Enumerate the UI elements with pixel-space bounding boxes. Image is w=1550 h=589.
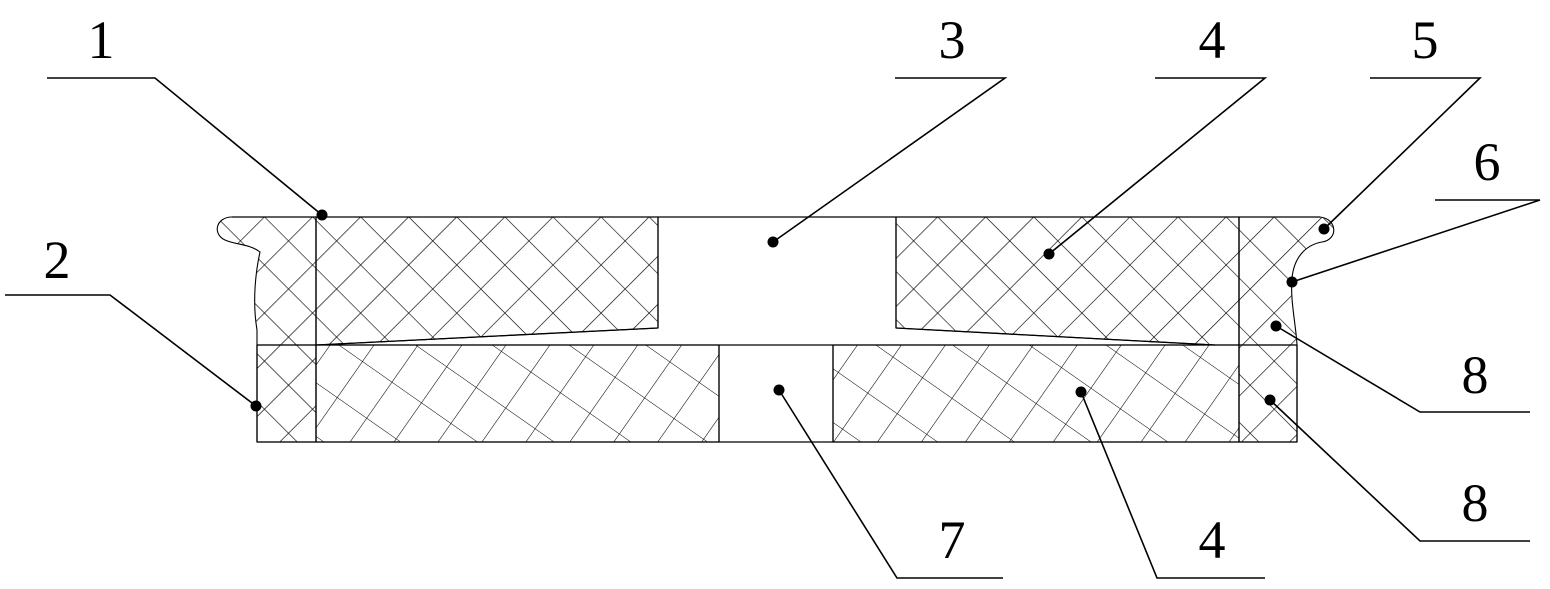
lower-right-end-block xyxy=(1238,344,1298,443)
upper-left-end-block xyxy=(216,216,317,346)
callout-label-2: 2 xyxy=(44,230,71,290)
upper-left-block xyxy=(315,216,659,346)
dot-1 xyxy=(316,209,328,221)
dot-5 xyxy=(1318,223,1330,235)
dot-6 xyxy=(1286,276,1298,288)
callout-label-4-top: 4 xyxy=(1199,10,1226,70)
callout-label-7: 7 xyxy=(939,510,966,570)
lower-right-block xyxy=(832,344,1240,443)
callout-label-1: 1 xyxy=(88,10,115,70)
reference-dots xyxy=(250,209,1330,412)
lower-left-block xyxy=(315,344,720,443)
callout-label-8-top: 8 xyxy=(1462,345,1489,405)
callout-labels: 1 2 3 4 5 6 8 8 7 4 xyxy=(44,10,1501,570)
dot-8-top xyxy=(1270,320,1282,332)
dot-4-bottom xyxy=(1075,386,1087,398)
callout-label-6: 6 xyxy=(1474,132,1501,192)
upper-right-end-block xyxy=(1238,216,1335,346)
dot-8-bottom xyxy=(1264,394,1276,406)
callout-label-8-bottom: 8 xyxy=(1462,473,1489,533)
dot-2 xyxy=(250,400,262,412)
leader-lines xyxy=(5,77,1541,579)
dot-3 xyxy=(767,236,779,248)
callout-label-5: 5 xyxy=(1412,10,1439,70)
outline-lines xyxy=(232,216,1320,443)
upper-right-block xyxy=(895,216,1240,346)
dot-4-top xyxy=(1043,248,1055,260)
callout-label-4-bottom: 4 xyxy=(1199,510,1226,570)
callout-label-3: 3 xyxy=(939,10,966,70)
dot-7 xyxy=(773,384,785,396)
lower-left-end-block xyxy=(256,344,317,443)
